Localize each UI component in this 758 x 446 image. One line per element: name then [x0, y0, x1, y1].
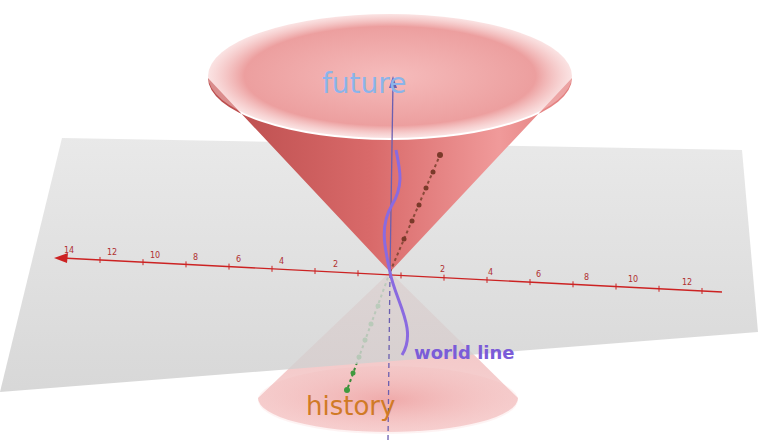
future-cone-top	[208, 14, 572, 138]
tick-mark	[487, 277, 488, 283]
tick-number: 2	[333, 261, 338, 269]
tick-mark	[573, 281, 574, 287]
tick-number: 4	[488, 269, 493, 277]
tick-mark	[401, 272, 402, 278]
tick-mark	[659, 286, 660, 292]
tick-number: 12	[107, 249, 117, 257]
tick-number: 4	[279, 258, 284, 266]
tick-number: 10	[628, 276, 638, 284]
tick-number: 8	[193, 254, 198, 262]
tick-number: 6	[536, 271, 541, 279]
world-line-curve	[384, 150, 407, 355]
tick-mark	[702, 288, 703, 294]
curve-label: world line	[414, 344, 515, 362]
region-label: history	[306, 393, 395, 419]
tick-mark	[530, 279, 531, 285]
tick-mark	[100, 257, 101, 263]
tick-number: 12	[682, 279, 692, 287]
time-axis	[390, 82, 393, 272]
axis-ticks	[100, 257, 702, 294]
tick-number: 2	[440, 266, 445, 274]
tick-mark	[229, 264, 230, 270]
tick-mark	[272, 266, 273, 272]
tick-mark	[315, 268, 316, 274]
tick-number: 10	[150, 252, 160, 260]
tick-mark	[143, 259, 144, 265]
particle-dots	[402, 152, 444, 242]
tick-number: 14	[64, 247, 74, 255]
region-label: future	[322, 70, 406, 98]
tick-mark	[444, 275, 445, 281]
particle-line	[390, 155, 440, 272]
tick-number: 6	[236, 256, 241, 264]
tick-mark	[358, 270, 359, 276]
tick-mark	[186, 261, 187, 267]
tick-mark	[616, 284, 617, 290]
tick-number: 8	[584, 274, 589, 282]
